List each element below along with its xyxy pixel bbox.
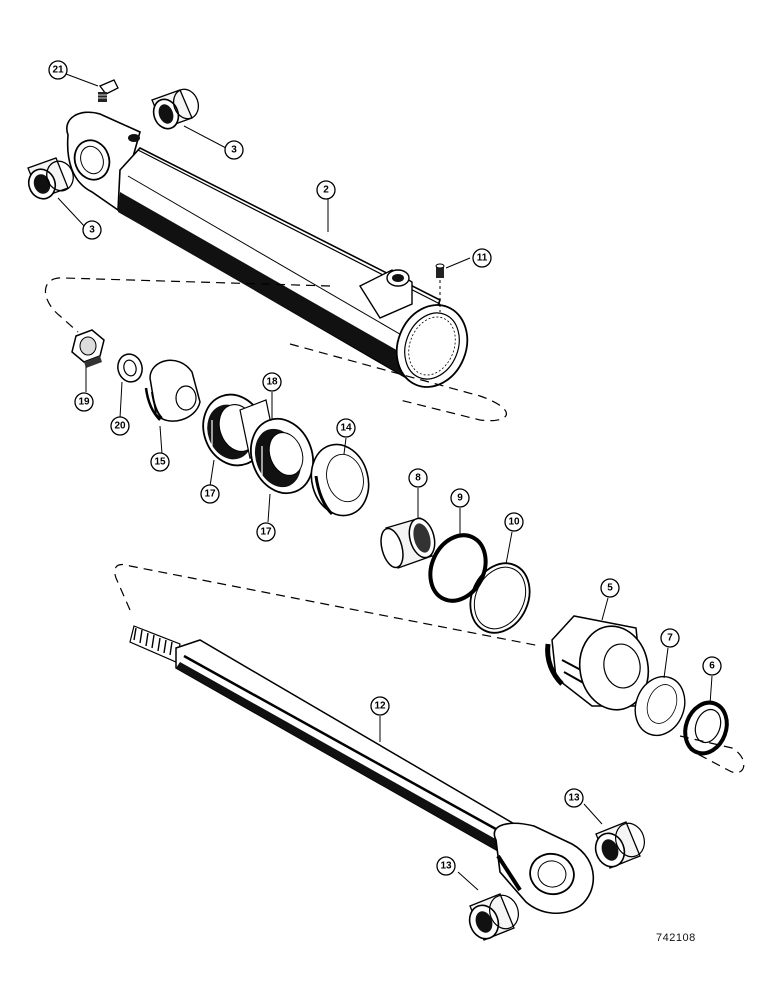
gland-part	[545, 615, 650, 711]
callout-3-lower: 3	[82, 220, 102, 240]
callout-17-upper-label: 17	[204, 489, 216, 500]
rod-bearing-part	[380, 517, 436, 569]
callout-15-label: 15	[154, 457, 166, 468]
callout-13-lower-label: 13	[440, 861, 452, 872]
callout-5: 5	[600, 578, 620, 598]
callout-19: 19	[74, 392, 94, 412]
callout-15: 15	[150, 452, 170, 472]
bushing-rod-upper-part	[594, 821, 645, 869]
callout-6: 6	[702, 656, 722, 676]
wiper-seal-part	[683, 700, 729, 756]
callout-7: 7	[660, 628, 680, 648]
piston-seals-part	[202, 393, 314, 495]
callout-21: 21	[48, 60, 68, 80]
callout-19-label: 19	[78, 397, 90, 408]
bushing-lower-left-part	[27, 157, 74, 200]
callout-13-upper-label: 13	[568, 793, 580, 804]
callout-5-label: 5	[607, 583, 613, 594]
callout-18: 18	[262, 372, 282, 392]
backup-ring-part	[469, 562, 531, 634]
assembly-guide-line-lower	[114, 563, 745, 774]
callout-3-lower-label: 3	[89, 225, 95, 236]
o-ring-part	[428, 533, 488, 603]
bushing-upper-part	[151, 88, 200, 130]
callout-21-label: 21	[52, 65, 64, 76]
callout-12-label: 12	[374, 701, 386, 712]
callout-leaders	[57, 73, 713, 891]
wear-ring-part	[310, 443, 370, 517]
grease-fitting-part	[98, 79, 119, 102]
callout-11: 11	[472, 248, 492, 268]
callout-3-upper-label: 3	[231, 145, 237, 156]
callout-17-upper: 17	[200, 484, 220, 504]
figure-number: 742108	[656, 932, 696, 944]
bushing-rod-lower-part	[468, 893, 519, 941]
set-screw-part	[435, 263, 445, 312]
backup-washer-part	[634, 675, 686, 737]
callout-17-lower-label: 17	[260, 527, 272, 538]
callout-7-label: 7	[667, 633, 673, 644]
callout-2: 2	[316, 180, 336, 200]
callout-14: 14	[336, 418, 356, 438]
callout-9-label: 9	[457, 493, 463, 504]
piston-part	[144, 359, 201, 422]
callout-18-label: 18	[266, 377, 278, 388]
callout-2-label: 2	[323, 185, 329, 196]
callout-13-upper: 13	[564, 788, 584, 808]
callout-20-label: 20	[114, 421, 126, 432]
washer-part	[117, 353, 143, 383]
callout-20: 20	[110, 416, 130, 436]
cylinder-tube-part	[66, 111, 469, 388]
nut-part	[71, 329, 105, 368]
callout-10: 10	[504, 512, 524, 532]
callout-17-lower: 17	[256, 522, 276, 542]
callout-9: 9	[450, 488, 470, 508]
callout-11-label: 11	[477, 253, 488, 264]
callout-6-label: 6	[709, 661, 715, 672]
callout-8-label: 8	[415, 473, 421, 484]
callout-13-lower: 13	[436, 856, 456, 876]
callout-3-upper: 3	[224, 140, 244, 160]
callout-12: 12	[370, 696, 390, 716]
assembly-guide-line-upper	[44, 277, 507, 422]
callout-8: 8	[408, 468, 428, 488]
callout-14-label: 14	[340, 423, 352, 434]
piston-rod-part	[129, 625, 595, 914]
callout-10-label: 10	[508, 517, 520, 528]
